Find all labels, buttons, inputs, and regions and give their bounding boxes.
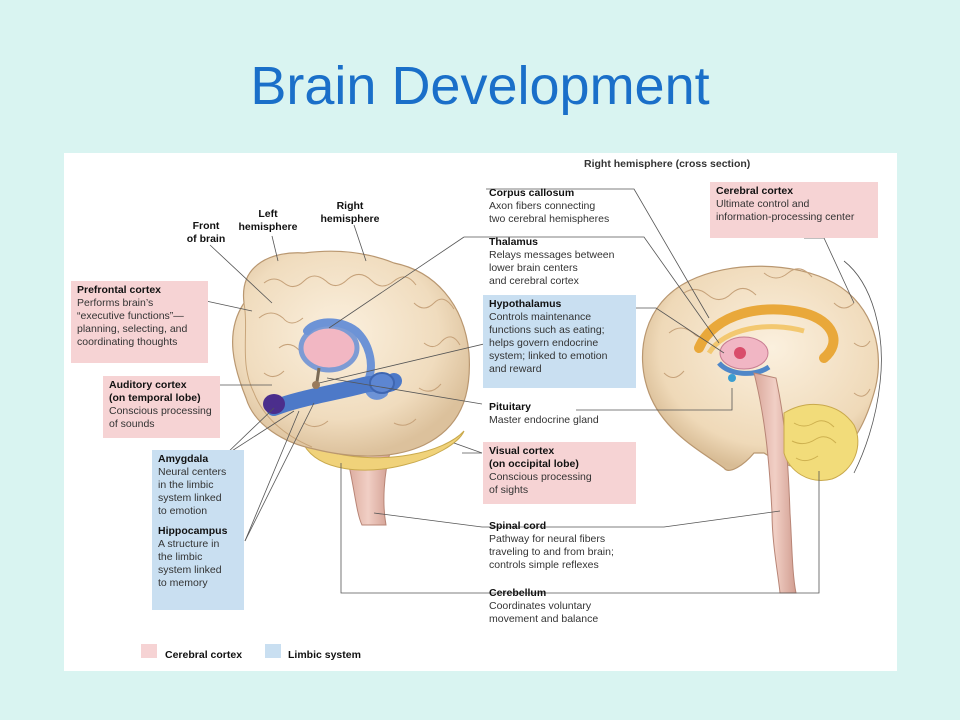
legend-swatch-limbic-system — [265, 644, 281, 658]
whole-brain-drawing — [232, 250, 471, 526]
label-left-hemisphere: Left hemisphere — [238, 208, 298, 233]
hippocampus-text: Hippocampus A structure in the limbic sy… — [158, 525, 228, 589]
visual-cortex-box: Visual cortex (on occipital lobe) Consci… — [483, 442, 636, 504]
diagram-panel: Right hemisphere (cross section) Front o… — [64, 153, 897, 671]
amygdala-text: Amygdala Neural centers in the limbic sy… — [158, 453, 227, 517]
slide-title: Brain Development — [250, 56, 710, 116]
auditory-cortex-box: Auditory cortex (on temporal lobe) Consc… — [103, 376, 220, 438]
brain-illustration — [205, 188, 882, 594]
label-right-hemisphere: Right hemisphere — [320, 200, 380, 225]
cross-section-title: Right hemisphere (cross section) — [584, 158, 751, 170]
legend-swatch-cerebral-cortex — [141, 644, 157, 658]
cerebellum-box: Cerebellum Coordinates voluntary movemen… — [489, 587, 599, 625]
pituitary-box: Pituitary Master endocrine gland — [489, 401, 599, 426]
label-front-of-brain: Front of brain — [186, 220, 226, 245]
hypothalamus-box: Hypothalamus Controls maintenance functi… — [483, 295, 636, 388]
corpus-callosum-box: Corpus callosum Axon fibers connecting t… — [489, 187, 610, 225]
thalamus-box: Thalamus Relays messages between lower b… — [489, 236, 615, 287]
legend-label-limbic-system: Limbic system — [288, 649, 361, 661]
spinal-cord-box: Spinal cord Pathway for neural fibers tr… — [489, 520, 614, 571]
prefrontal-cortex-box: Prefrontal cortex Performs brain’s “exec… — [71, 281, 208, 363]
legend-label-cerebral-cortex: Cerebral cortex — [165, 649, 243, 661]
limbic-structures-box: Amygdala Neural centers in the limbic sy… — [152, 450, 244, 610]
cross-section-brain-drawing — [641, 265, 880, 594]
cerebral-cortex-box: Cerebral cortex Ultimate control and inf… — [710, 182, 878, 238]
